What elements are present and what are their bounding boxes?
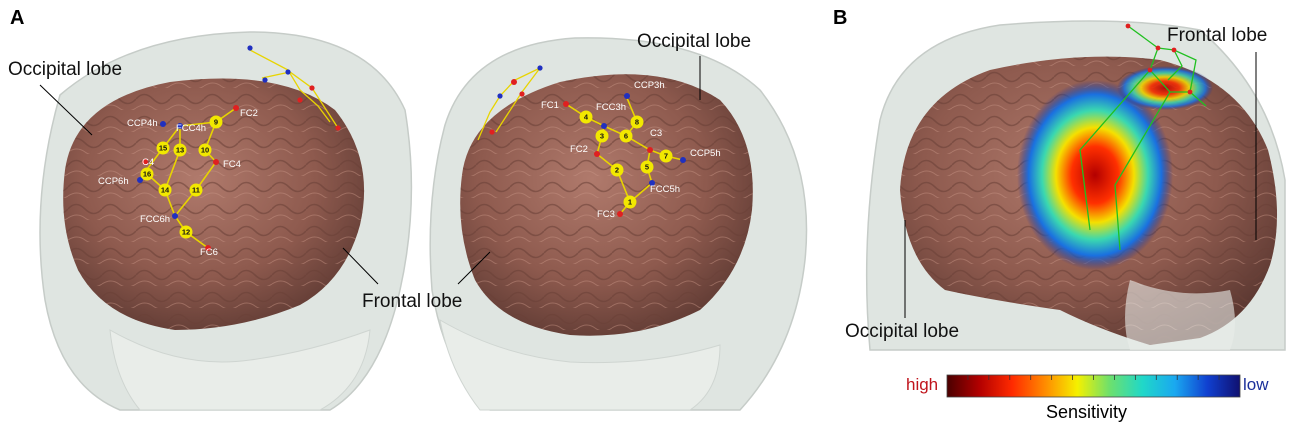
left-brain-texture [63,78,365,330]
panel-a-label: A [10,7,24,29]
left-optode-label: CCP6h [98,176,129,187]
left-optode-label: CCP4h [127,118,158,129]
label-frontal-lobe-b: Frontal lobe [1167,25,1267,46]
panel-b-optodes [1125,23,1193,95]
right-channels [579,110,673,209]
right-channel-number: 1 [628,198,632,207]
left-channel-number: 14 [161,186,170,195]
right-optode-label: FCC3h [596,102,626,113]
left-optode-label: FC6 [200,247,218,258]
label-occipital-lobe-right: Occipital lobe [637,31,751,52]
left-optode-label: C4 [142,157,154,168]
colorbar-title: Sensitivity [1046,402,1127,422]
panel-b-probe [1079,25,1207,251]
sensitivity-colorbar: high low Sensitivity [906,374,1269,422]
leader-occipital-left [39,84,93,136]
colorbar-high-label: high [906,375,938,394]
right-channel-number: 8 [635,118,639,127]
left-back-optodes [247,45,341,131]
left-optode-label: FC2 [240,108,258,119]
right-optode-label: FC3 [597,209,615,220]
right-optode-label: CCP3h [634,80,665,91]
left-channel-number: 12 [182,228,190,237]
leader-frontal-a-left [342,247,379,285]
right-brain-texture [460,74,753,336]
label-frontal-lobe-a: Frontal lobe [362,291,462,312]
left-channel-number: 10 [201,146,209,155]
right-optode-label: CCP5h [690,148,721,159]
left-channels [140,115,223,239]
right-optode-label: C3 [650,128,662,139]
left-channel-number: 15 [159,144,167,153]
label-occipital-lobe-left: Occipital lobe [8,59,122,80]
left-head: FC2 CCP4h FCC4h C4 FC4 CCP6h FCC6h FC6 9… [39,31,413,411]
right-optode-label: FCC5h [650,184,680,195]
leader-frontal-a-right [457,251,491,285]
left-channel-number: 16 [143,170,151,179]
right-channel-number: 4 [584,113,589,122]
left-back-probe [249,49,339,129]
left-optode-label: FCC4h [176,123,206,134]
right-head: CCP3h FC1 FCC3h C3 FC2 CCP5h FCC5h FC3 8… [429,37,808,411]
right-optodes [563,93,686,217]
sensitivity-map-top [1117,66,1213,110]
sensitivity-head [865,20,1286,351]
left-channel-number: 9 [214,118,218,127]
left-optode-label: FCC6h [140,214,170,225]
right-optode-label: FC2 [570,144,588,155]
label-occipital-lobe-b: Occipital lobe [845,321,959,342]
right-channel-number: 5 [645,163,649,172]
right-channel-number: 7 [664,152,668,161]
sensitivity-map [1017,80,1173,270]
right-channel-number: 2 [615,166,619,175]
left-optode-label: FC4 [223,159,241,170]
colorbar-low-label: low [1243,375,1269,394]
right-head-face [439,319,721,411]
left-optodes [137,105,239,251]
left-head-face [109,329,371,411]
right-back-optodes [489,65,543,135]
right-channel-number: 6 [624,132,628,141]
left-channel-number: 11 [192,186,200,195]
panel-b-label: B [833,7,847,29]
panel-b-face [1125,280,1235,350]
right-optode-label: FC1 [541,100,559,111]
colorbar-ticks [967,375,1220,380]
left-channel-number: 13 [176,146,184,155]
right-channel-number: 3 [600,132,604,141]
